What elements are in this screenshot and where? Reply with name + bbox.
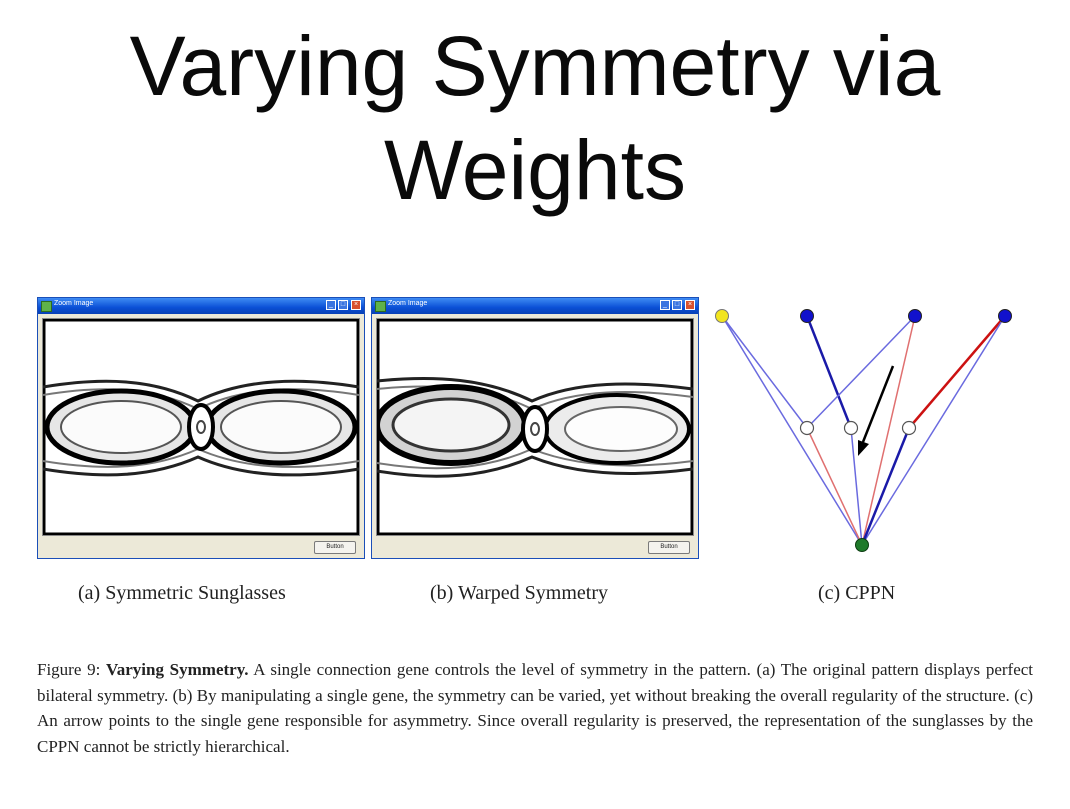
minimize-icon[interactable]: _ bbox=[660, 300, 670, 310]
hidden-node-3 bbox=[901, 420, 917, 436]
window-titlebar[interactable]: Zoom Image _ □ × bbox=[38, 298, 364, 314]
edge-yellow-to-hidden1 bbox=[721, 315, 808, 429]
output-node-green bbox=[855, 538, 869, 552]
input-node-blue-2 bbox=[908, 309, 922, 323]
arrow-head-icon bbox=[858, 440, 869, 456]
maximize-icon[interactable]: □ bbox=[672, 300, 682, 310]
zoom-window-symmetric: Zoom Image _ □ × Button bbox=[37, 297, 365, 559]
close-icon[interactable]: × bbox=[351, 300, 361, 310]
edge-hidden3-to-output bbox=[860, 427, 911, 546]
hidden-node-1 bbox=[799, 420, 815, 436]
input-node-yellow bbox=[715, 309, 729, 323]
caption-b: (b) Warped Symmetry bbox=[430, 582, 608, 604]
zoom-window-button[interactable]: Button bbox=[314, 541, 356, 554]
arrow-pointer bbox=[861, 365, 895, 443]
figure-caption-title: Varying Symmetry. bbox=[106, 660, 249, 679]
edge-blue3-to-hidden3 bbox=[908, 315, 1006, 429]
hidden-node-2 bbox=[843, 420, 859, 436]
caption-c: (c) CPPN bbox=[818, 582, 896, 604]
app-icon bbox=[375, 301, 386, 312]
window-title: Zoom Image bbox=[388, 300, 428, 307]
zoom-window-button[interactable]: Button bbox=[648, 541, 690, 554]
edge-hidden2-to-output bbox=[850, 427, 863, 546]
edge-yellow-to-output bbox=[721, 315, 863, 546]
sunglasses-pattern-symmetric bbox=[42, 318, 360, 536]
caption-a: (a) Symmetric Sunglasses bbox=[78, 582, 286, 604]
edge-blue3-to-output bbox=[861, 315, 1006, 546]
edge-blue2-to-output bbox=[861, 315, 916, 546]
maximize-icon[interactable]: □ bbox=[338, 300, 348, 310]
input-node-blue-1 bbox=[800, 309, 814, 323]
figure-caption: Figure 9: Varying Symmetry. A single con… bbox=[37, 657, 1033, 759]
edge-blue2-to-hidden1 bbox=[806, 315, 916, 429]
window-titlebar[interactable]: Zoom Image _ □ × bbox=[372, 298, 698, 314]
minimize-icon[interactable]: _ bbox=[326, 300, 336, 310]
slide-title: Varying Symmetry via Weights bbox=[129, 19, 941, 217]
figure-label: Figure 9: bbox=[37, 660, 101, 679]
cppn-network-diagram bbox=[715, 309, 1012, 552]
edge-blue1-to-hidden2 bbox=[805, 315, 853, 429]
window-title: Zoom Image bbox=[54, 300, 94, 307]
edge-hidden1-to-output bbox=[806, 427, 863, 546]
zoom-window-warped: Zoom Image _ □ × Button bbox=[371, 297, 699, 559]
figure-caption-text: A single connection gene controls the le… bbox=[37, 660, 1034, 756]
app-icon bbox=[41, 301, 52, 312]
sunglasses-pattern-warped bbox=[376, 318, 694, 536]
input-node-blue-3 bbox=[998, 309, 1012, 323]
close-icon[interactable]: × bbox=[685, 300, 695, 310]
